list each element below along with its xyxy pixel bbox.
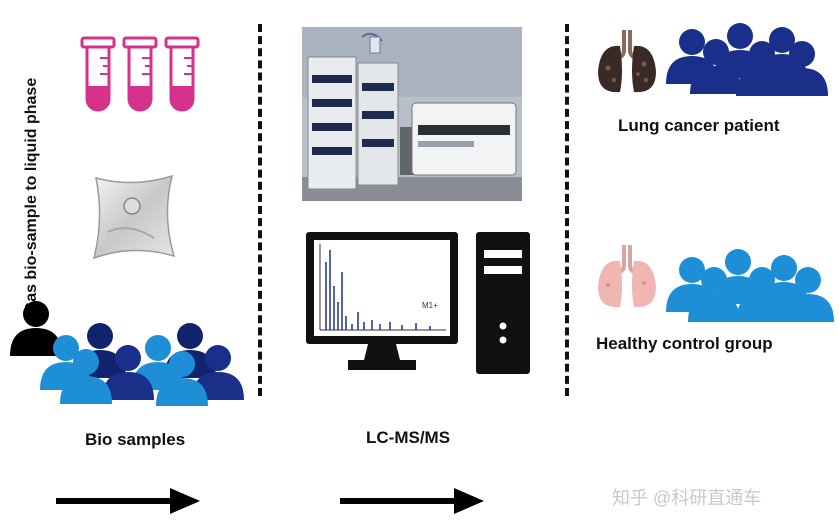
test-tube-icon [80,36,116,112]
lcms-caption: LC-MS/MS [366,428,451,447]
lcms-instrument-photo [302,27,522,201]
healthy-control-label: Healthy control group [596,334,773,353]
pc-tower-icon [476,232,530,374]
gas-bag-icon [92,174,176,260]
test-tubes-group [80,36,200,112]
spectrum-annotation: M1+ [422,301,438,310]
patient-people-icon [666,23,828,96]
control-people-icon [666,249,834,322]
separator-right [565,24,573,396]
lung-cancer-label: Lung cancer patient [618,116,780,135]
arrow-right-icon [56,488,200,514]
watermark-text: 知乎 @科研直通车 [612,488,762,508]
arrow-right-icon [340,488,484,514]
computer-monitor-icon: M1+ [306,232,458,370]
vertical-process-label: Gas bio-sample to liquid phase [23,77,40,315]
people-group-icon [10,301,244,406]
healthy-lung-icon [598,245,656,308]
bio-samples-caption: Bio samples [85,430,186,449]
separator-left [258,24,266,396]
diseased-lung-icon [598,30,656,93]
